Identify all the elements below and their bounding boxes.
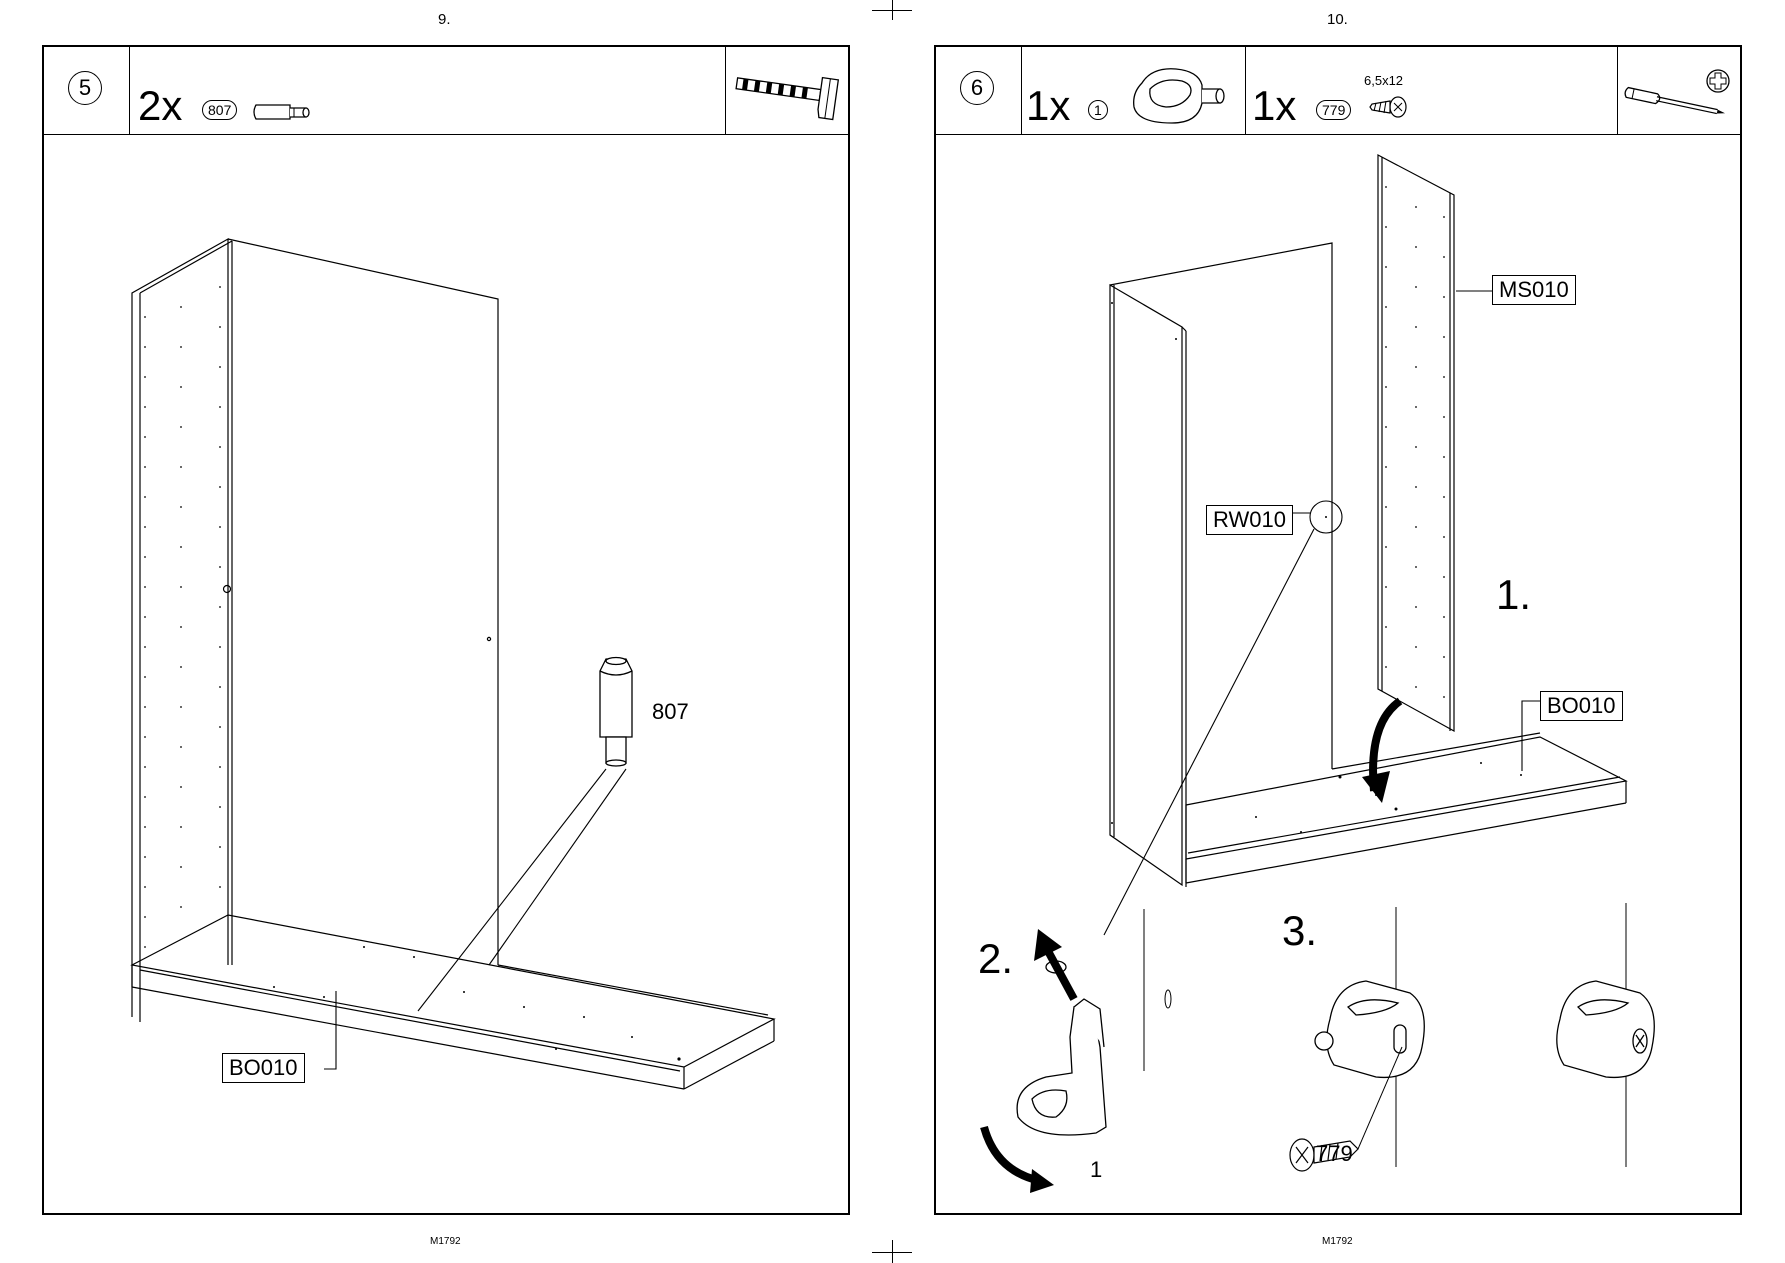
step-number-cell: 6 (936, 47, 1022, 134)
step-header: 6 1x 1 1x 779 6,5x12 (936, 47, 1740, 135)
bracket-detail (1016, 960, 1107, 1136)
insert-arrowhead (1362, 771, 1390, 803)
dowel-icon (253, 104, 310, 120)
shelf-holes (144, 286, 221, 948)
middle-side-panel (1377, 154, 1455, 733)
part-number: 807 (202, 100, 238, 120)
step-instruction-1: 1. (1496, 571, 1532, 618)
screw-size: 6,5x12 (1364, 73, 1404, 88)
parts-cell: 2x 807 (130, 47, 726, 134)
dowel-807-illustration (599, 656, 633, 767)
crop-mark (892, 1240, 893, 1263)
parts-cell-1: 1x 1 (1022, 47, 1246, 134)
page-number: 10. (1327, 11, 1348, 28)
label-leader (324, 991, 337, 1070)
bracket-mounted-2 (1556, 980, 1655, 1079)
back-panel-label: RW010 (1206, 505, 1293, 535)
tool-cell (726, 47, 850, 134)
pull-arrow (1044, 949, 1078, 1001)
cabinet-back-panel (1109, 242, 1333, 769)
middle-panel-holes (1385, 186, 1445, 698)
side-panel-holes (1111, 302, 1177, 824)
bracket-icon (1133, 68, 1225, 124)
step-5-panel: 5 2x 807 (42, 45, 850, 1215)
step-number-cell: 5 (44, 47, 130, 134)
tool-cell (1618, 47, 1742, 134)
board-label: BO010 (1540, 691, 1623, 721)
rotate-arrowhead (1030, 1169, 1054, 1193)
step-5-illustration (130, 237, 776, 1090)
parts-cell-2: 1x 779 6,5x12 (1246, 47, 1618, 134)
dowel-guide-lines (417, 768, 627, 1012)
dowel-callout: 807 (652, 699, 689, 724)
screw-779-illustration (1289, 1138, 1359, 1172)
bottom-board (1185, 732, 1628, 884)
part-number: 779 (1316, 100, 1352, 120)
callout-hole (1325, 516, 1327, 518)
cabinet-side-panel (1109, 283, 1187, 887)
cabinet-side-panel (131, 237, 233, 1022)
screw-icon (1369, 96, 1407, 118)
page-number: 9. (438, 11, 451, 28)
phillips-screwdriver-icon (1624, 69, 1730, 115)
page-footer: M1792 (1322, 1236, 1353, 1247)
step-instruction-3: 3. (1282, 907, 1318, 954)
cabinet-back-panel (227, 238, 499, 965)
step-6-illustration (980, 154, 1655, 1193)
step-instruction-2: 2. (978, 935, 1014, 982)
side-panel-label: MS010 (1492, 275, 1576, 305)
hammer-icon (735, 76, 840, 121)
part-quantity: 1x (1026, 82, 1071, 129)
board-holes (273, 946, 681, 1061)
hinge-hole (222, 584, 492, 642)
step-6-panel: 6 1x 1 1x 779 6,5x12 (934, 45, 1742, 1215)
detail-callout (1103, 500, 1343, 936)
rotate-arrow (980, 1125, 1041, 1185)
part-number: 1 (1088, 100, 1108, 120)
screw-callout: 779 (1316, 1141, 1353, 1166)
crop-mark (872, 1252, 912, 1253)
step-number: 5 (68, 71, 102, 105)
part-quantity: 1x (1252, 82, 1297, 129)
wall-hole (1164, 989, 1172, 1009)
part-quantity: 2x (138, 82, 183, 129)
board-label-leader (1521, 700, 1540, 771)
screw-guide-line (1357, 1046, 1403, 1150)
step-header: 5 2x 807 (44, 47, 848, 135)
bracket-callout: 1 (1090, 1157, 1103, 1182)
bottom-board (130, 914, 776, 1090)
crop-mark (872, 10, 912, 11)
pull-arrowhead (1034, 929, 1062, 961)
page-footer: M1792 (430, 1236, 461, 1247)
bracket-mounted-1 (1314, 980, 1425, 1079)
step-number: 6 (960, 71, 994, 105)
board-label: BO010 (222, 1053, 305, 1083)
